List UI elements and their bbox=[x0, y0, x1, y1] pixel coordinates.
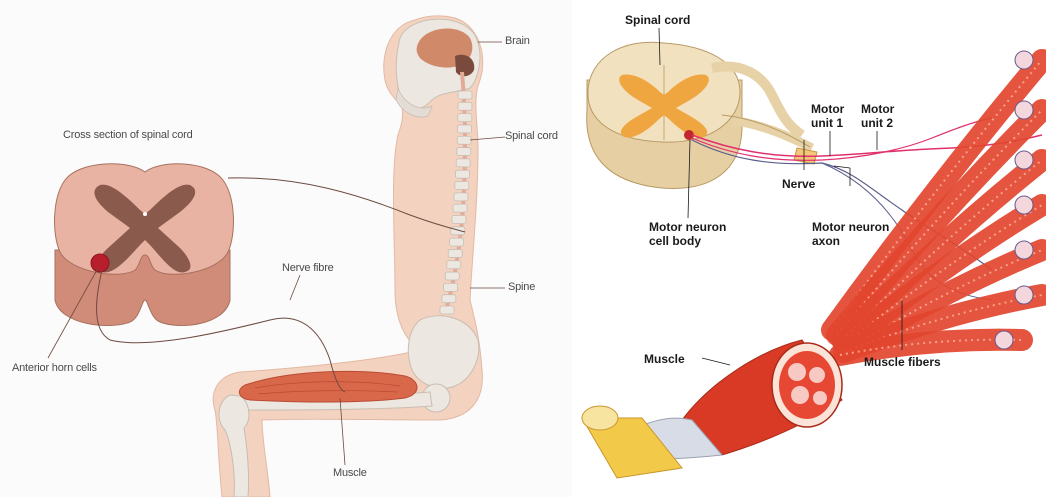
right-panel-diagram: Spinal cord Motor unit 1 Motor unit 2 Ne… bbox=[572, 0, 1046, 497]
anterior-horn-cell-dot bbox=[91, 254, 109, 272]
motor-unit-illustration bbox=[572, 0, 1046, 497]
label-muscle-left: Muscle bbox=[333, 467, 367, 479]
spinal-cord-cross-section bbox=[55, 164, 234, 326]
label-muscle-right: Muscle bbox=[644, 352, 685, 366]
muscle-fibers-group bbox=[832, 51, 1042, 355]
label-spinal-cord-right: Spinal cord bbox=[625, 13, 690, 27]
spinal-cord-section-right bbox=[587, 42, 812, 188]
label-nerve: Nerve bbox=[782, 177, 815, 191]
label-spinal-cord: Spinal cord bbox=[505, 130, 558, 142]
label-muscle-fibers: Muscle fibers bbox=[864, 355, 941, 369]
label-motor-unit-2: Motor unit 2 bbox=[861, 102, 894, 130]
label-brain: Brain bbox=[505, 35, 530, 47]
label-cross-section: Cross section of spinal cord bbox=[63, 129, 193, 141]
left-panel-diagram: Brain Spinal cord Cross section of spina… bbox=[0, 0, 572, 497]
label-motor-neuron-cell-body: Motor neuron cell body bbox=[649, 220, 726, 248]
label-nerve-fibre: Nerve fibre bbox=[282, 262, 334, 274]
label-anterior-horn-cells: Anterior horn cells bbox=[12, 362, 97, 374]
label-motor-neuron-axon: Motor neuron axon bbox=[812, 220, 889, 248]
label-motor-unit-1: Motor unit 1 bbox=[811, 102, 844, 130]
body-illustration bbox=[0, 0, 572, 497]
label-spine: Spine bbox=[508, 281, 535, 293]
